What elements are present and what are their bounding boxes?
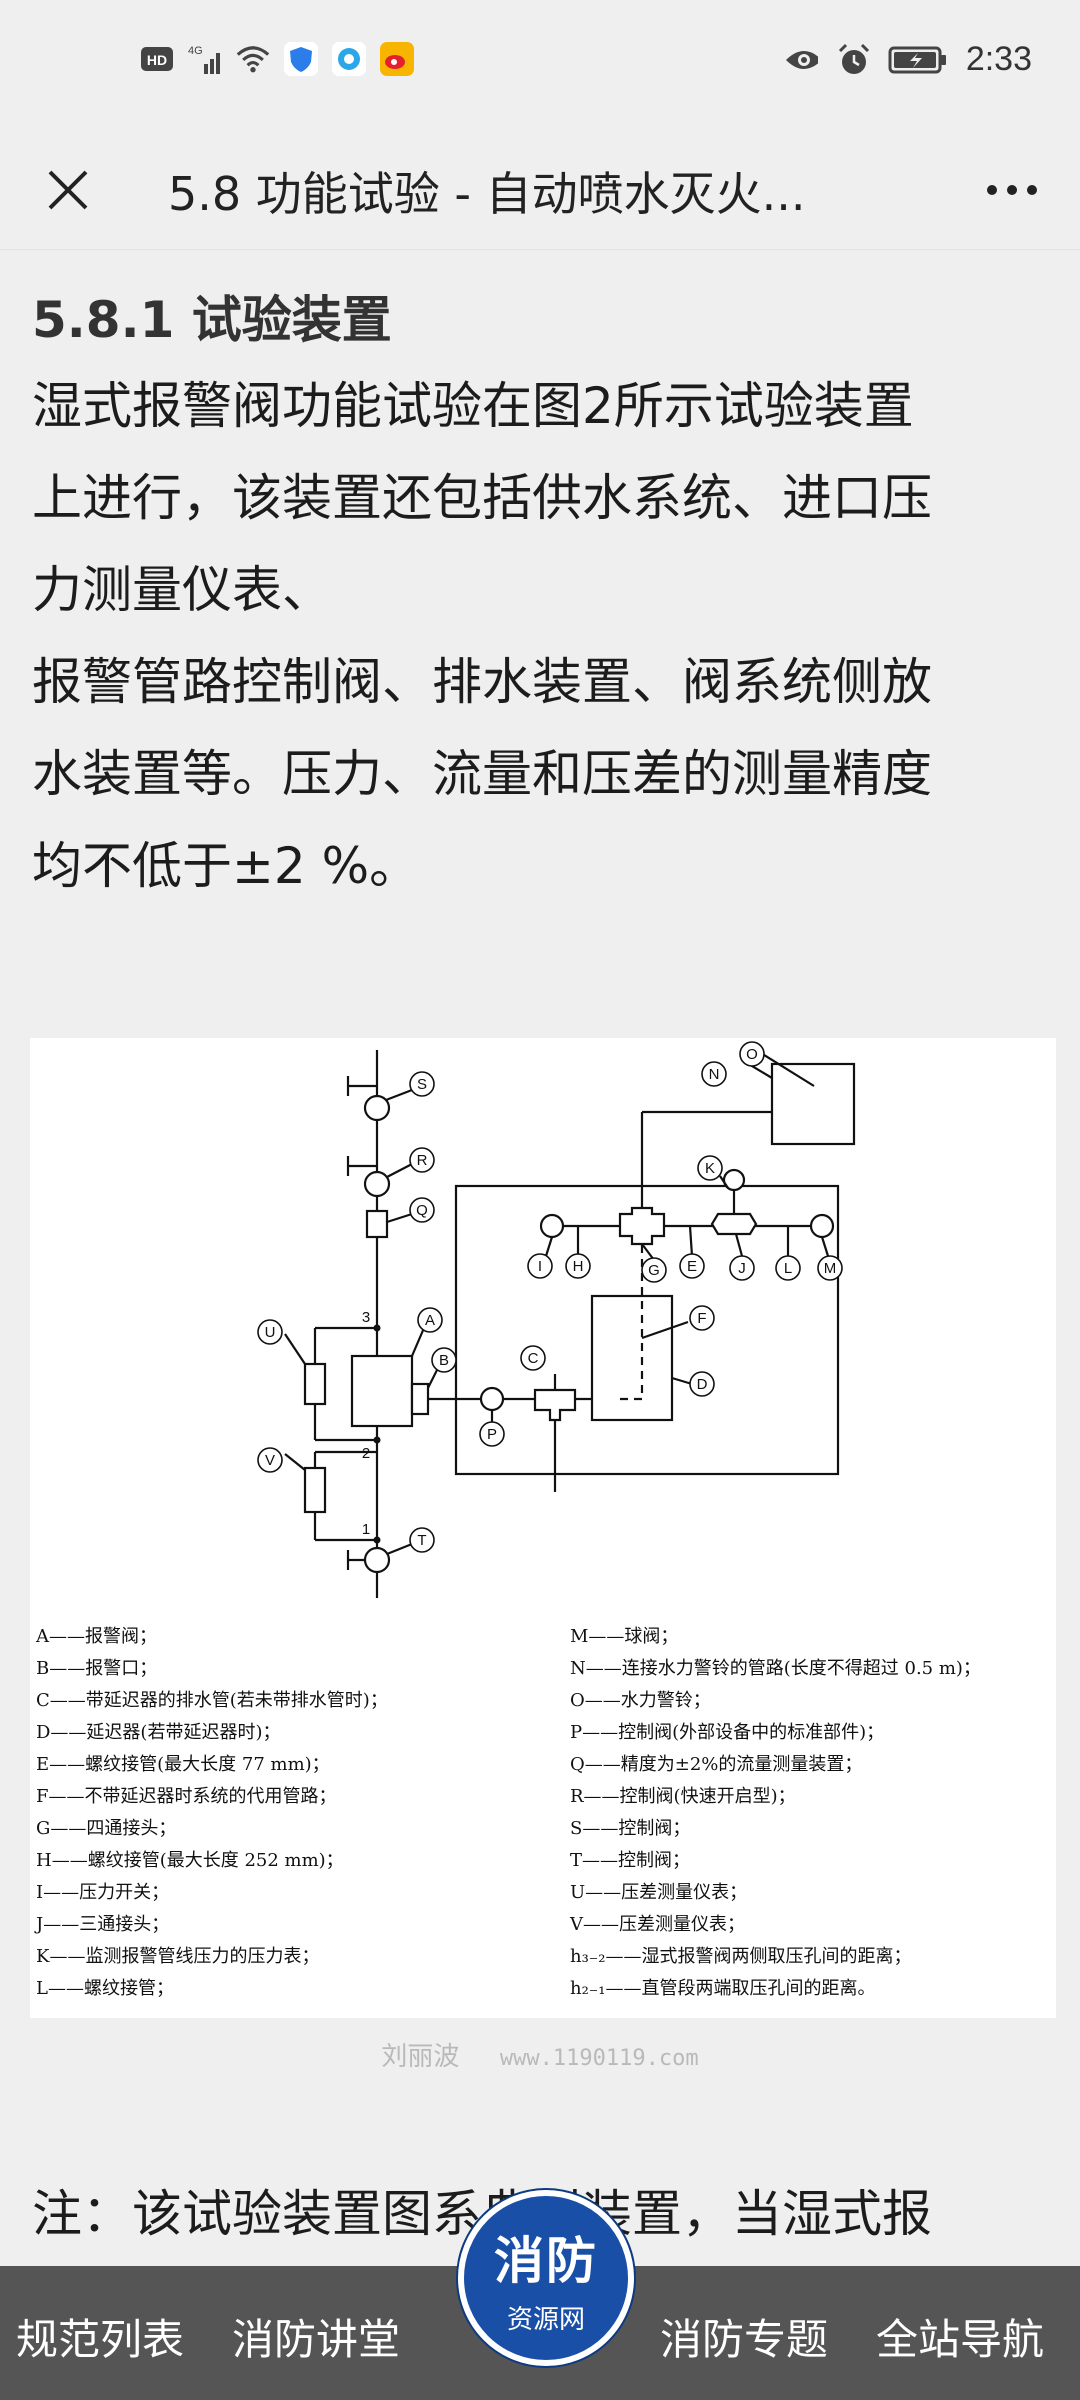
alarm-icon [836, 43, 870, 77]
label-C: C [528, 1350, 539, 1367]
legend: A——报警阀； B——报警口； C——带延迟器的排水管(若未带排水管时)； D—… [34, 1626, 981, 1999]
label-D: D [697, 1376, 708, 1393]
status-right-icons: 2:33 [784, 40, 1032, 79]
label-K: K [705, 1160, 715, 1177]
nav-fire-topics[interactable]: 消防专题 [660, 2315, 829, 2364]
article-paragraph: 湿式报警阀功能试验在图2所示试验装置 上进行，该装置还包括供水系统、进口压 力测… [32, 360, 1052, 912]
label-F: F [697, 1310, 706, 1327]
legend-left-item: C——带延迟器的排水管(若未带排水管时)； [36, 1690, 388, 1711]
paragraph-line: 均不低于±2 %。 [32, 837, 420, 895]
page-title: 5.8 功能试验 - 自动喷水灭火... [168, 167, 806, 221]
browser-app-icon [332, 42, 366, 76]
title-bar: 5.8 功能试验 - 自动喷水灭火... [0, 130, 1080, 250]
watermark-url: www.1190119.com [499, 2046, 699, 2071]
paragraph-line: 上进行，该装置还包括供水系统、进口压 [32, 469, 932, 527]
image-watermark: 刘丽波 www.1190119.com [0, 2036, 1080, 2073]
more-icon [987, 185, 997, 195]
label-G: G [648, 1262, 660, 1279]
paragraph-line: 湿式报警阀功能试验在图2所示试验装置 [32, 377, 914, 435]
svg-text:4G: 4G [188, 45, 203, 57]
legend-right-item: M——球阀； [570, 1626, 678, 1647]
label-V: V [265, 1452, 275, 1469]
fire-resource-logo-button[interactable]: 消防 资源网 [458, 2190, 634, 2366]
legend-left-item: G——四通接头； [36, 1818, 176, 1839]
legend-right-item: S——控制阀； [570, 1818, 690, 1839]
legend-right-item: O——水力警铃； [570, 1690, 711, 1711]
legend-left-item: J——三通接头； [34, 1914, 169, 1935]
legend-right-item: h₂₋₁——直管段两端取压孔间的距离。 [570, 1978, 876, 1999]
legend-right-item: V——压差测量仪表； [569, 1914, 745, 1935]
paragraph-line: 力测量仪表、 [32, 561, 332, 619]
legend-left-item: H——螺纹接管(最大长度 252 mm)； [36, 1850, 344, 1871]
section-heading: 5.8.1 试验装置 [32, 291, 392, 349]
svg-text:HD: HD [147, 52, 167, 68]
label-2: 2 [362, 1445, 370, 1462]
legend-right-item: T——控制阀； [570, 1850, 690, 1871]
legend-left-item: L——螺纹接管； [36, 1978, 174, 1999]
eye-icon [784, 43, 818, 77]
label-J: J [738, 1260, 746, 1277]
nav-site-navigation[interactable]: 全站导航 [876, 2315, 1045, 2364]
status-left-icons: HD 4G [140, 42, 414, 76]
legend-left-item: B——报警口； [36, 1658, 157, 1679]
nav-fire-lectures[interactable]: 消防讲堂 [232, 2315, 401, 2364]
legend-right-item: h₃₋₂——湿式报警阀两侧取压孔间的距离； [570, 1946, 912, 1967]
label-Q: Q [416, 1202, 428, 1219]
legend-left-item: I——压力开关； [36, 1882, 169, 1903]
label-O: O [746, 1046, 758, 1063]
label-M: M [824, 1260, 837, 1277]
legend-right-item: R——控制阀(快速开启型)； [570, 1786, 796, 1807]
label-E: E [687, 1258, 697, 1275]
close-button[interactable] [30, 152, 106, 228]
status-time: 2:33 [965, 40, 1032, 78]
legend-left-item: E——螺纹接管(最大长度 77 mm)； [36, 1754, 330, 1775]
shield-app-icon [284, 42, 318, 76]
legend-left-item: F——不带延迟器时系统的代用管路； [36, 1786, 337, 1807]
legend-right-item: Q——精度为±2%的流量测量装置； [570, 1754, 862, 1775]
logo-title: 消防 [494, 2231, 598, 2290]
battery-icon [888, 43, 948, 77]
test-apparatus-figure[interactable]: S R Q A B C D F E G H I J K L M N O P T [30, 1038, 1056, 2018]
label-1: 1 [362, 1521, 370, 1538]
label-I: I [538, 1258, 542, 1275]
status-bar: HD 4G 2:33 [0, 0, 1080, 130]
hd-icon: HD [140, 42, 174, 76]
label-T: T [417, 1532, 426, 1549]
paragraph-line: 水装置等。压力、流量和压差的测量精度 [32, 745, 932, 803]
legend-left-item: D——延迟器(若带延迟器时)； [36, 1722, 280, 1743]
paragraph-line: 报警管路控制阀、排水装置、阀系统侧放 [32, 653, 932, 711]
label-R: R [417, 1152, 428, 1169]
label-S: S [417, 1076, 427, 1093]
legend-left-item: A——报警阀； [35, 1626, 157, 1647]
close-icon [48, 170, 88, 210]
label-U: U [265, 1324, 276, 1341]
legend-right-item: N——连接水力警铃的管路(长度不得超过 0.5 m)； [570, 1658, 981, 1679]
label-P: P [487, 1426, 497, 1443]
apparatus-diagram: S R Q A B C D F E G H I J K L M N O P T [34, 1041, 981, 1999]
more-options-button[interactable] [974, 152, 1050, 228]
label-3: 3 [362, 1309, 370, 1326]
logo-subtitle: 资源网 [506, 2304, 585, 2335]
wifi-icon [236, 42, 270, 76]
label-A: A [425, 1312, 435, 1329]
label-H: H [573, 1258, 584, 1275]
weibo-app-icon [380, 42, 414, 76]
signal-4g-icon: 4G [188, 42, 222, 76]
label-B: B [439, 1352, 449, 1369]
watermark-name: 刘丽波 [381, 2042, 460, 2072]
label-L: L [784, 1260, 792, 1277]
legend-right-item: U——压差测量仪表； [570, 1882, 747, 1903]
nav-spec-list[interactable]: 规范列表 [16, 2315, 185, 2364]
label-N: N [709, 1066, 720, 1083]
legend-left-item: K——监测报警管线压力的压力表； [36, 1946, 319, 1967]
legend-right-item: P——控制阀(外部设备中的标准部件)； [570, 1722, 884, 1743]
